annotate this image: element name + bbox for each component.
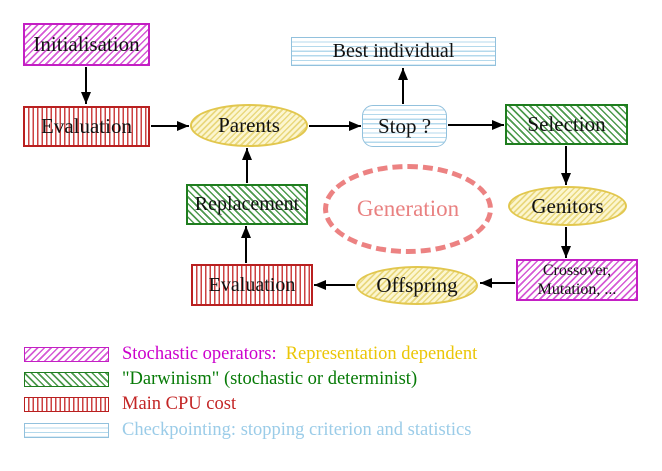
legend-stochastic-text: Stochastic operators: — [122, 344, 277, 364]
arrow-stop-to-best-individual — [398, 68, 408, 104]
arrow-replacement-to-parents — [242, 148, 252, 183]
crossover-line2: Mutation, ... — [537, 281, 617, 298]
node-selection: Selection — [505, 104, 628, 145]
node-best-individual-label: Best individual — [332, 40, 455, 62]
generation-label: Generation — [356, 196, 460, 221]
node-stop-label: Stop ? — [377, 113, 432, 138]
node-replacement-label: Replacement — [194, 193, 300, 215]
crossover-line1: Crossover, — [542, 261, 612, 279]
magenta-diagonal-hatch-swatch — [24, 347, 109, 362]
node-evaluation-bottom: Evaluation — [191, 264, 313, 306]
node-offspring-label: Offspring — [376, 273, 458, 297]
arrow-parents-to-stop — [309, 121, 361, 131]
generation-loop-ellipse: Generation — [323, 164, 493, 254]
legend-label: "Darwinism" (stochastic or determinist) — [122, 369, 417, 390]
legend-label: Checkpointing: stopping criterion and st… — [122, 420, 471, 441]
legend-cpu-text: Main CPU cost — [122, 394, 237, 414]
red-vertical-lines-swatch — [24, 397, 109, 412]
arrow-genitors-to-crossover — [561, 227, 571, 258]
node-replacement: Replacement — [186, 184, 308, 225]
node-initialisation: Initialisation — [23, 23, 150, 66]
node-evaluation-top-label: Evaluation — [41, 114, 132, 138]
arrow-evaluation-to-replacement — [241, 226, 251, 263]
arrow-evaluation-to-parents — [151, 121, 189, 131]
arrow-crossover-to-offspring — [480, 278, 515, 288]
node-parents-label: Parents — [218, 113, 280, 137]
legend-darwinism-text: "Darwinism" (stochastic or determinist) — [122, 369, 418, 389]
legend-representation-text: Representation dependent — [285, 344, 478, 364]
node-crossover-mutation: Crossover, Mutation, ... — [516, 259, 638, 301]
arrow-selection-to-genitors — [561, 146, 571, 185]
node-genitors-label: Genitors — [531, 193, 604, 218]
cyan-horizontal-lines-swatch — [24, 423, 109, 438]
green-diagonal-hatch-swatch — [24, 372, 109, 387]
node-evaluation-bottom-label: Evaluation — [208, 273, 296, 296]
node-offspring: Offspring — [356, 266, 478, 305]
node-genitors: Genitors — [508, 186, 627, 226]
node-best-individual: Best individual — [291, 37, 496, 66]
node-selection-label: Selection — [527, 112, 606, 136]
node-crossover-mutation-label: Crossover, Mutation, ... — [538, 261, 617, 299]
arrow-offspring-to-evaluation — [314, 280, 355, 290]
arrow-stop-to-selection — [448, 120, 504, 130]
node-initialisation-label: Initialisation — [33, 32, 140, 56]
legend-label: Main CPU cost — [122, 394, 236, 415]
legend-checkpointing-text: Checkpointing: stopping criterion and st… — [122, 420, 472, 440]
arrow-initialisation-to-evaluation — [81, 67, 91, 104]
node-evaluation-top: Evaluation — [23, 106, 150, 147]
node-parents: Parents — [190, 104, 308, 147]
legend-label: Stochastic operators: Representation depe… — [122, 344, 477, 365]
node-stop: Stop ? — [362, 105, 447, 147]
